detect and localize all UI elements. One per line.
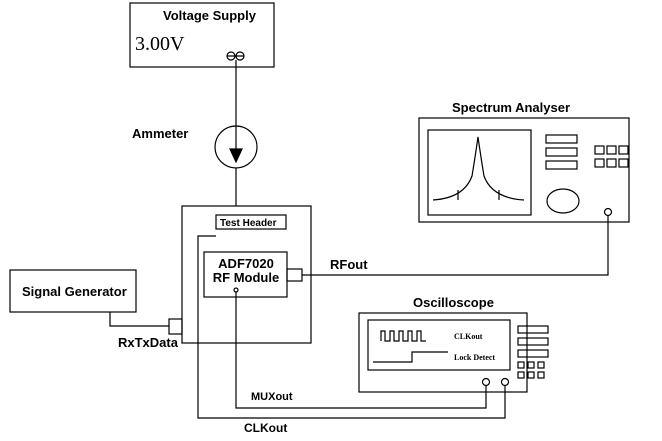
- rfout-label: RFout: [330, 257, 368, 272]
- rxtxdata-wire: [109, 312, 169, 327]
- signal-generator-box: [9, 269, 137, 313]
- muxout-pin: [233, 287, 239, 293]
- scope-key: [527, 371, 535, 379]
- clkout-wire: [197, 235, 506, 419]
- module-name-line1: ADF7020: [218, 256, 274, 271]
- voltage-supply: [129, 2, 275, 68]
- lock-detect-trace: [373, 351, 448, 363]
- scope-key: [517, 361, 525, 369]
- scope-key: [517, 371, 525, 379]
- spectrum-analyser: [418, 117, 630, 223]
- scope-key: [537, 361, 545, 369]
- voltage-supply-box: [129, 2, 275, 68]
- oscilloscope-body: [358, 312, 528, 393]
- analyser-key: [606, 145, 617, 155]
- test-header-box: [215, 214, 287, 230]
- analyser-key: [606, 158, 617, 168]
- oscilloscope-title: Oscilloscope: [413, 295, 494, 310]
- analyser-knob: [546, 188, 580, 214]
- analyser-key: [618, 158, 629, 168]
- voltage-reading: 3.00V: [135, 33, 185, 55]
- voltage-supply-title: Voltage Supply: [163, 8, 257, 23]
- analyser-input-port: [603, 207, 613, 217]
- scope-input-ch2: [500, 377, 510, 387]
- spectrum-trace: [432, 136, 525, 201]
- oscilloscope-screen: [367, 319, 511, 371]
- rf-module-connector: [286, 268, 303, 282]
- rxtxdata-label: RxTxData: [118, 335, 179, 350]
- test-header-label: Test Header: [220, 218, 277, 229]
- spectrum-analyser-screen: [427, 129, 532, 216]
- analyser-key: [594, 145, 605, 155]
- ammeter-label: Ammeter: [132, 126, 188, 141]
- module-name-line2: RF Module: [213, 270, 279, 285]
- clkout-label: CLKout: [244, 421, 287, 435]
- muxout-label: MUXout: [251, 391, 293, 403]
- scope-input-ch1: [481, 377, 491, 387]
- oscilloscope: [358, 312, 549, 393]
- scope-key: [527, 361, 535, 369]
- rfout-wire: [302, 216, 609, 276]
- spectrum-analyser-title: Spectrum Analyser: [452, 100, 570, 115]
- analyser-button: [545, 134, 578, 144]
- scope-button: [517, 325, 549, 334]
- scope-key: [537, 371, 545, 379]
- ammeter-icon: [214, 125, 258, 169]
- analyser-key: [618, 145, 629, 155]
- muxout-wire: [235, 292, 487, 409]
- scope-button: [517, 349, 549, 358]
- rxtxdata-connector: [168, 318, 183, 335]
- signal-generator-label: Signal Generator: [22, 284, 127, 299]
- analyser-button: [545, 160, 578, 170]
- analyser-key: [594, 158, 605, 168]
- scope-button: [517, 337, 549, 346]
- lock-detect-trace-label: Lock Detect: [454, 353, 495, 362]
- spectrum-analyser-body: [418, 117, 630, 223]
- clkout-trace-label: CLKout: [454, 332, 483, 341]
- analyser-button: [545, 147, 578, 157]
- supply-terminal-icon: [226, 51, 245, 61]
- clkout-trace: [380, 330, 426, 342]
